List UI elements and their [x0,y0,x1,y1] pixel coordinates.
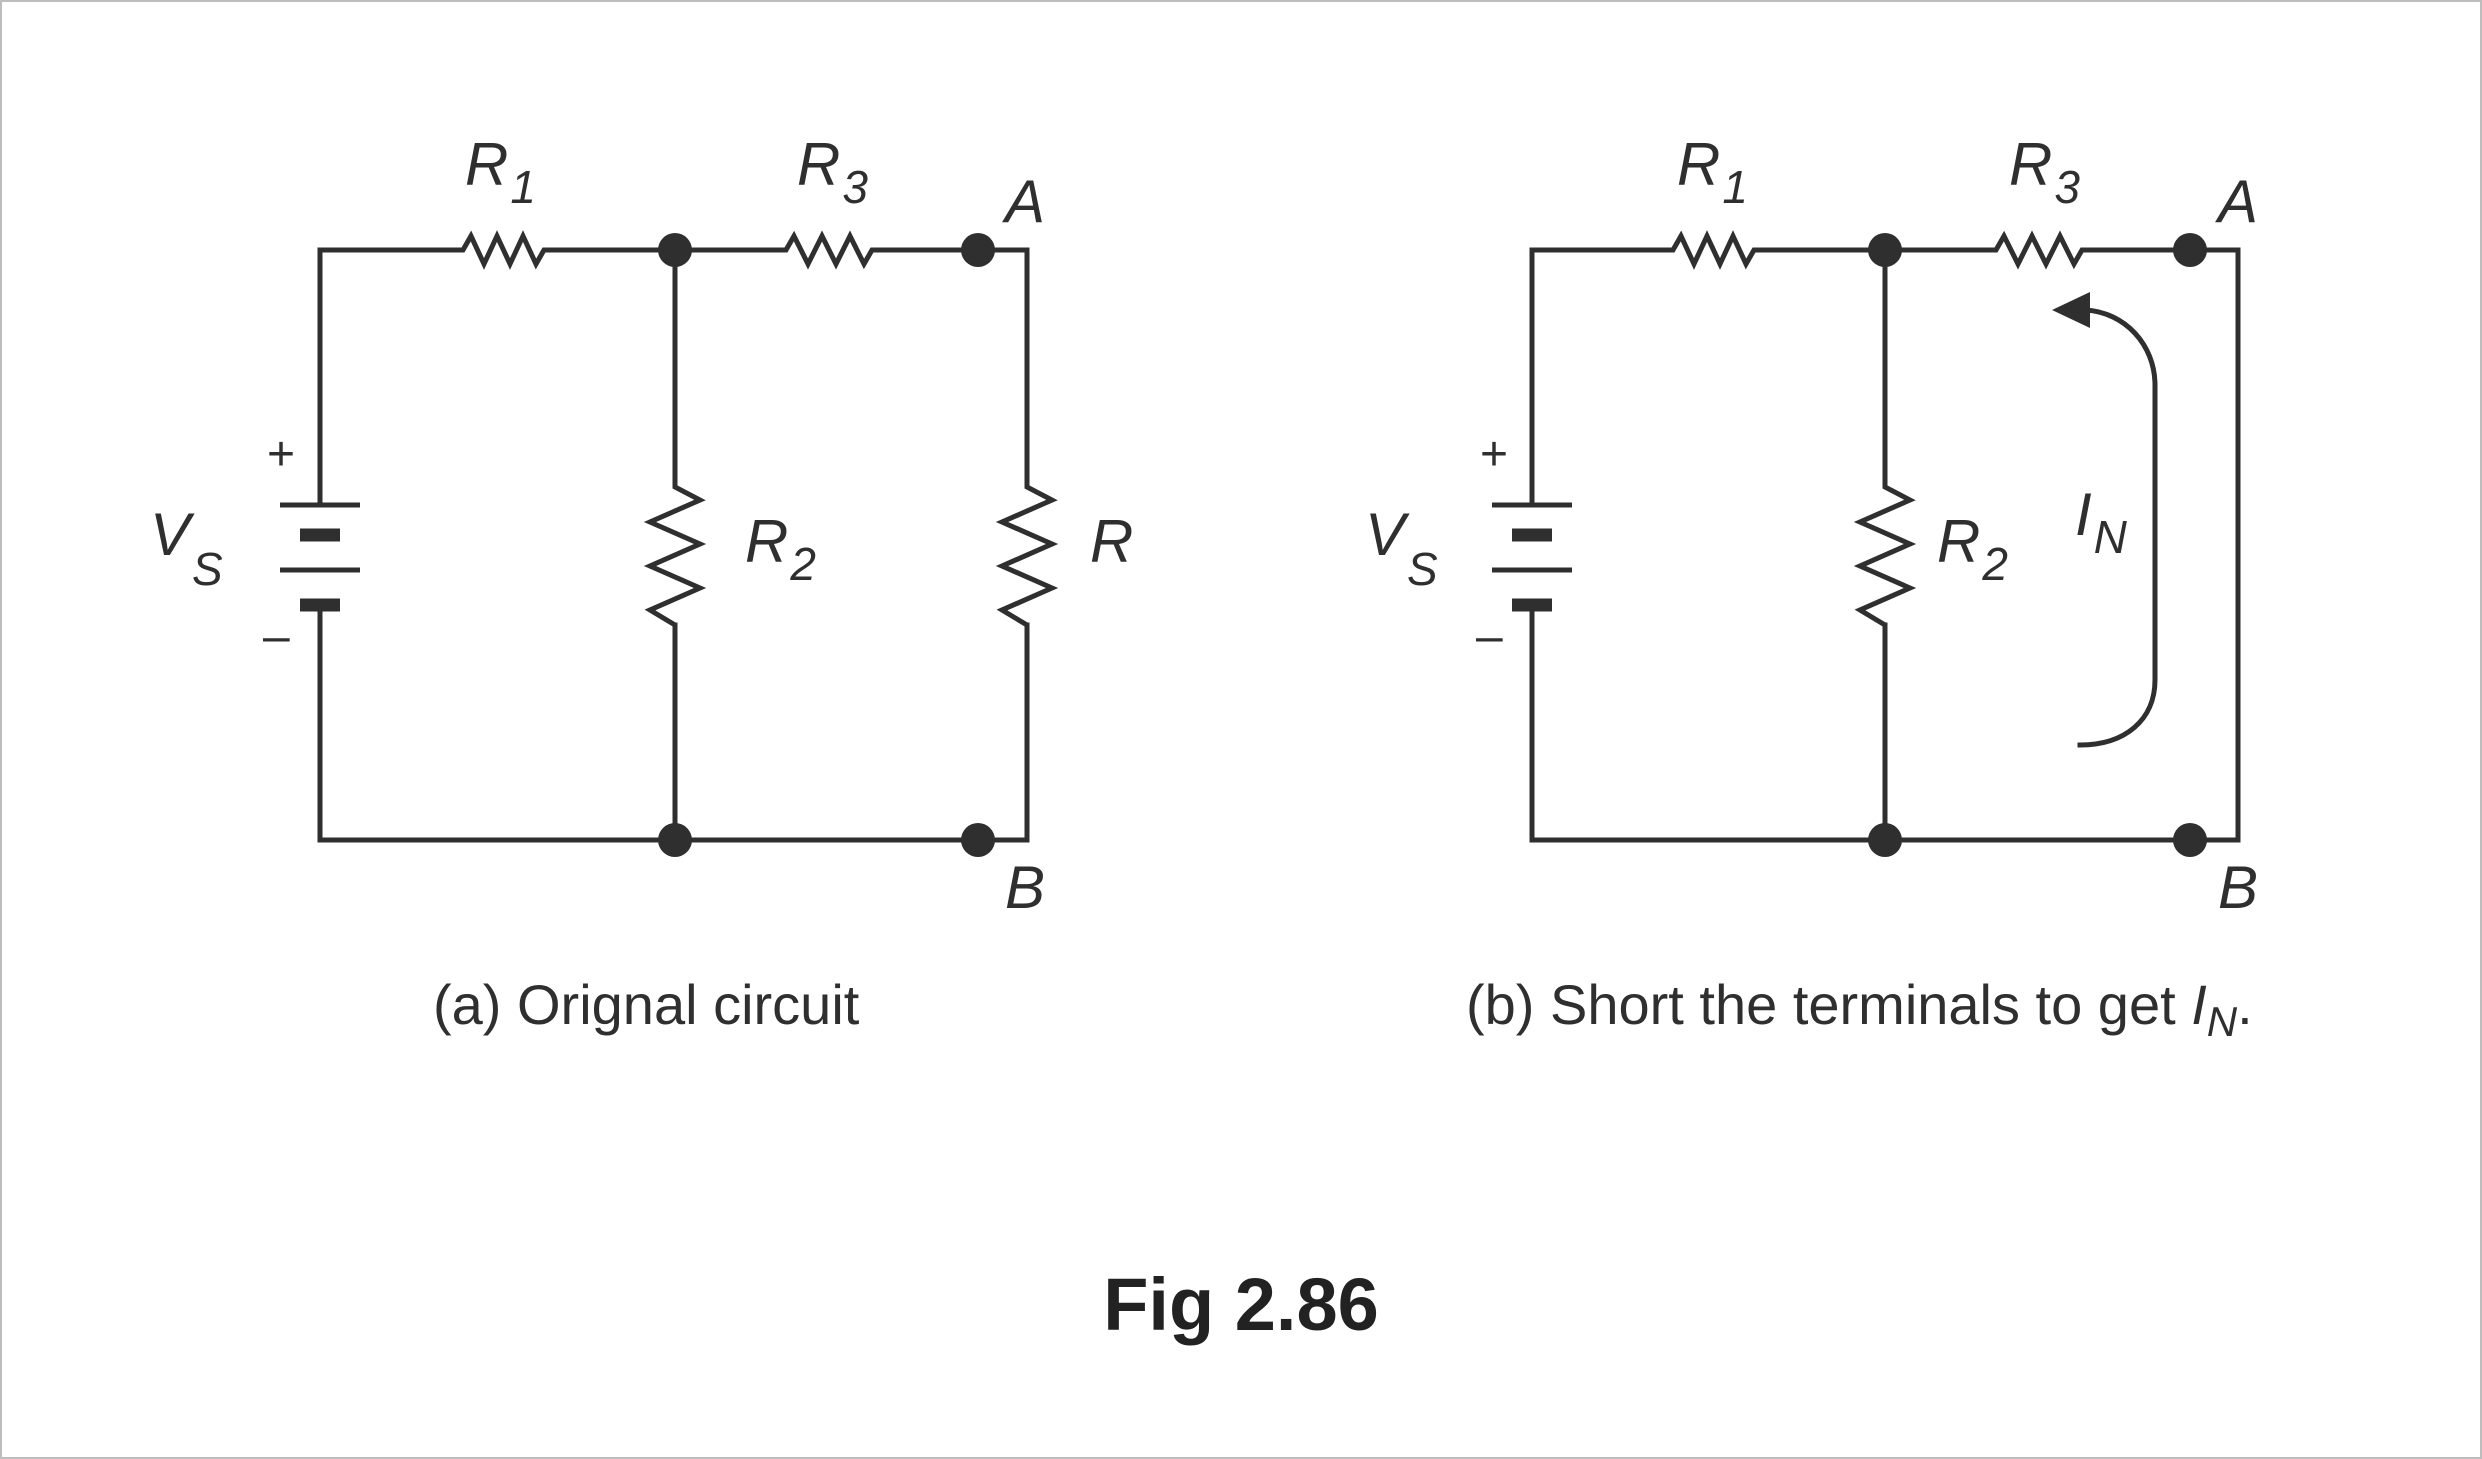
resistor-r [995,480,1059,628]
label-r3: R3 [797,131,868,213]
label-r2: R2 [1937,508,2008,590]
circuit-b-wire-left [1529,247,1668,508]
resistor-r2 [643,480,707,628]
label-r2: R2 [745,508,816,590]
node-terminal-b [2173,823,2207,857]
figure-title: Fig 2.86 [1103,1263,1379,1346]
circuit-b: R1 R3 R2 IN VS + – A B (b) Short the ter… [1365,131,2258,1045]
label-r1: R1 [465,131,536,213]
arrowhead-icon [2052,292,2090,328]
label-minus: – [263,610,290,663]
label-vs: VS [150,501,223,595]
resistor-r1 [455,230,550,270]
node-junction-bottom [1868,823,1902,857]
label-r1: R1 [1677,131,1748,213]
label-terminal-b: B [2218,854,2258,921]
label-terminal-a: A [2215,168,2258,235]
battery-vs [1492,502,1572,612]
resistor-r3 [778,230,878,270]
node-terminal-a [2173,233,2207,267]
label-current-in: IN [2075,481,2128,563]
node-junction-top [1868,233,1902,267]
current-arrow [2077,307,2158,748]
label-terminal-b: B [1005,854,1045,921]
resistor-r3 [1988,230,2088,270]
circuit-a: R1 R3 R2 R VS + – A B (a) Orignal circui… [150,131,1133,1036]
circuit-a-wire-left [317,247,458,508]
battery-vs [280,502,360,612]
resistor-r1 [1665,230,1760,270]
node-junction-bottom [658,823,692,857]
node-junction-top [658,233,692,267]
node-terminal-b [961,823,995,857]
label-r: R [1090,508,1133,575]
label-plus: + [1480,428,1508,481]
label-plus: + [267,428,295,481]
circuit-a-wire-top-right [875,247,1030,483]
caption-a: (a) Orignal circuit [433,973,860,1036]
label-minus: – [1476,610,1503,663]
label-terminal-a: A [1002,168,1045,235]
node-terminal-a [961,233,995,267]
caption-b: (b) Short the terminals to get IN. [1466,973,2253,1045]
resistor-r2 [1853,480,1917,628]
label-vs: VS [1365,501,1438,595]
label-r3: R3 [2009,131,2080,213]
